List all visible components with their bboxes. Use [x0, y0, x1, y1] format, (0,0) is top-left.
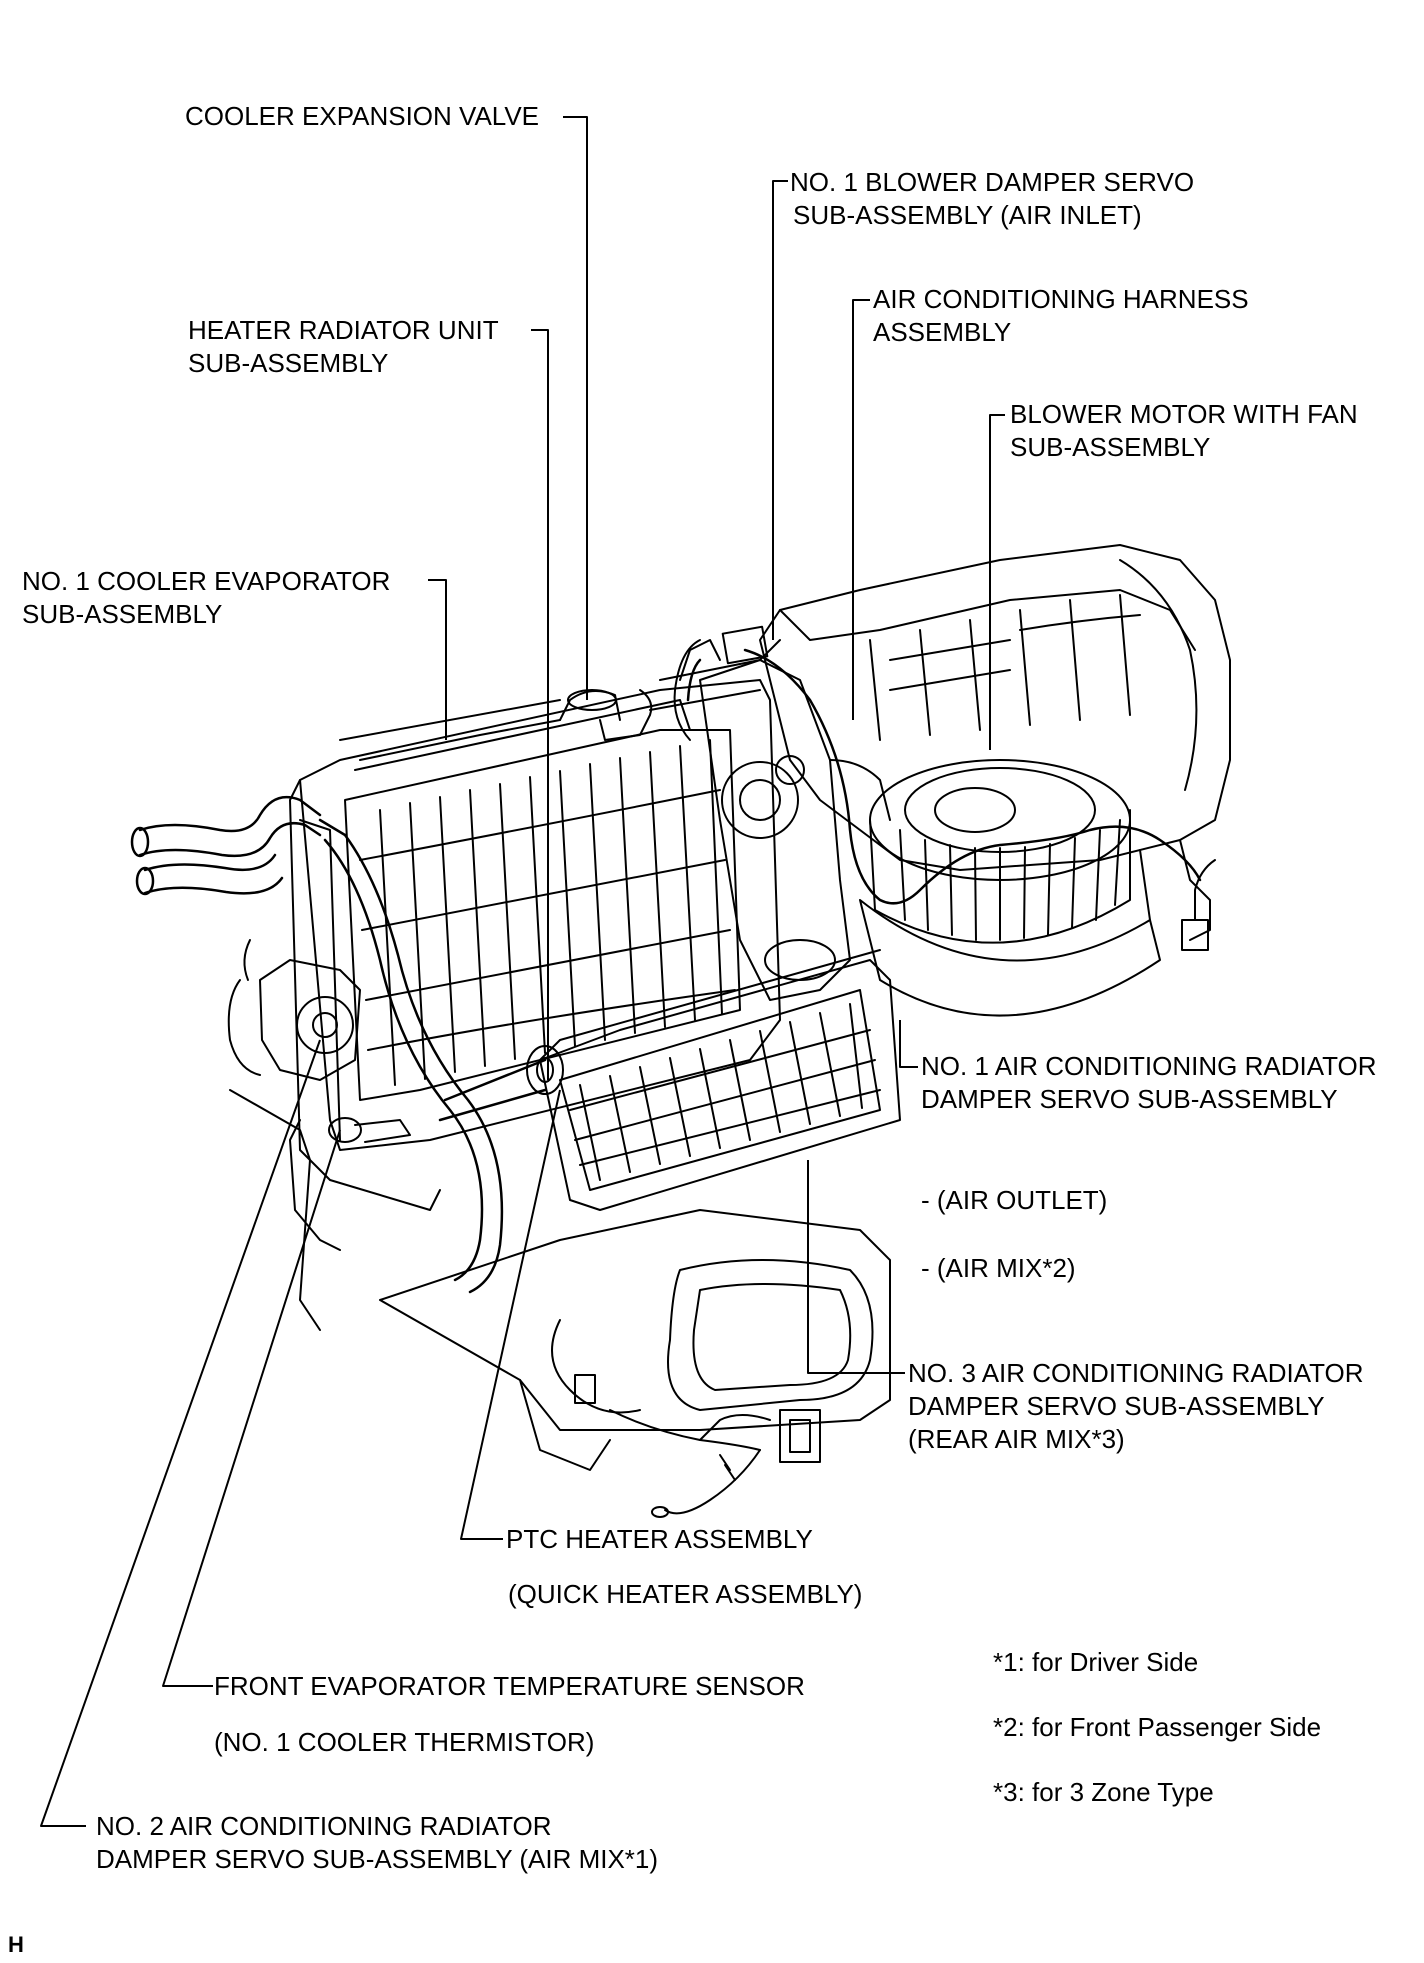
- label-line: ASSEMBLY: [873, 317, 1012, 347]
- label-air-mix2: - (AIR MIX*2): [921, 1252, 1076, 1285]
- label-cooler-evaporator: NO. 1 COOLER EVAPORATOR SUB-ASSEMBLY: [22, 565, 390, 631]
- label-cooler-expansion-valve: COOLER EXPANSION VALVE: [185, 100, 539, 133]
- damper-servo-cluster-drawing: [673, 625, 891, 1001]
- left-side-drawing: [227, 939, 411, 1331]
- label-line: - (AIR OUTLET): [921, 1185, 1108, 1215]
- label-cooler-thermistor: (NO. 1 COOLER THERMISTOR): [214, 1726, 594, 1759]
- note-3: *3: for 3 Zone Type: [993, 1776, 1214, 1809]
- note-1: *1: for Driver Side: [993, 1646, 1198, 1679]
- note-text: *3: for 3 Zone Type: [993, 1777, 1214, 1807]
- label-front-evap-sensor: FRONT EVAPORATOR TEMPERATURE SENSOR: [214, 1670, 805, 1703]
- label-no2-ac-radiator-damper: NO. 2 AIR CONDITIONING RADIATOR DAMPER S…: [96, 1810, 658, 1876]
- label-ptc-heater: PTC HEATER ASSEMBLY: [506, 1523, 813, 1556]
- label-line: SUB-ASSEMBLY (AIR INLET): [793, 200, 1142, 230]
- label-line: BLOWER MOTOR WITH FAN: [1010, 399, 1358, 429]
- label-line: DAMPER SERVO SUB-ASSEMBLY (AIR MIX*1): [96, 1844, 659, 1874]
- label-line: PTC HEATER ASSEMBLY: [506, 1524, 813, 1554]
- label-blower-motor: BLOWER MOTOR WITH FAN SUB-ASSEMBLY: [1010, 398, 1358, 464]
- label-blower-damper-servo: NO. 1 BLOWER DAMPER SERVO SUB-ASSEMBLY (…: [790, 166, 1194, 232]
- label-line: SUB-ASSEMBLY: [22, 599, 223, 629]
- note-text: *1: for Driver Side: [993, 1647, 1199, 1677]
- figure-code: H: [8, 1928, 24, 1961]
- label-line: (NO. 1 COOLER THERMISTOR): [214, 1727, 595, 1757]
- label-line: - (AIR MIX*2): [921, 1253, 1076, 1283]
- label-line: (REAR AIR MIX*3): [908, 1424, 1125, 1454]
- label-line: NO. 1 COOLER EVAPORATOR: [22, 566, 391, 596]
- label-line: SUB-ASSEMBLY: [188, 348, 389, 378]
- heater-core-drawing: [526, 949, 901, 1211]
- label-no3-ac-radiator-damper: NO. 3 AIR CONDITIONING RADIATOR DAMPER S…: [908, 1357, 1364, 1456]
- label-line: AIR CONDITIONING HARNESS: [873, 284, 1249, 314]
- label-no1-ac-radiator-damper: NO. 1 AIR CONDITIONING RADIATOR DAMPER S…: [921, 1050, 1377, 1116]
- label-line: SUB-ASSEMBLY: [1010, 432, 1211, 462]
- label-line: (QUICK HEATER ASSEMBLY): [508, 1579, 863, 1609]
- ptc-heater-drawing: [379, 1209, 891, 1518]
- note-2: *2: for Front Passenger Side: [993, 1711, 1321, 1744]
- label-air-outlet: - (AIR OUTLET): [921, 1184, 1107, 1217]
- label-line: FRONT EVAPORATOR TEMPERATURE SENSOR: [214, 1671, 805, 1701]
- label-line: NO. 2 AIR CONDITIONING RADIATOR: [96, 1811, 552, 1841]
- harness-drawing: [686, 648, 1202, 905]
- label-line: DAMPER SERVO SUB-ASSEMBLY: [921, 1084, 1338, 1114]
- label-line: DAMPER SERVO SUB-ASSEMBLY: [908, 1391, 1325, 1421]
- figure-code-text: H: [8, 1932, 24, 1957]
- label-quick-heater: (QUICK HEATER ASSEMBLY): [508, 1578, 862, 1611]
- blower-housing-drawing: [759, 544, 1231, 1017]
- label-line: HEATER RADIATOR UNIT: [188, 315, 499, 345]
- label-ac-harness: AIR CONDITIONING HARNESS ASSEMBLY: [873, 283, 1249, 349]
- label-line: NO. 1 BLOWER DAMPER SERVO: [790, 167, 1195, 197]
- note-text: *2: for Front Passenger Side: [993, 1712, 1322, 1742]
- label-line: NO. 3 AIR CONDITIONING RADIATOR: [908, 1358, 1364, 1388]
- label-line: COOLER EXPANSION VALVE: [185, 101, 539, 131]
- pipes-drawing: [130, 795, 547, 1294]
- label-heater-radiator-unit: HEATER RADIATOR UNIT SUB-ASSEMBLY: [188, 314, 499, 380]
- leader-lines: [40, 116, 1005, 1827]
- label-line: NO. 1 AIR CONDITIONING RADIATOR: [921, 1051, 1377, 1081]
